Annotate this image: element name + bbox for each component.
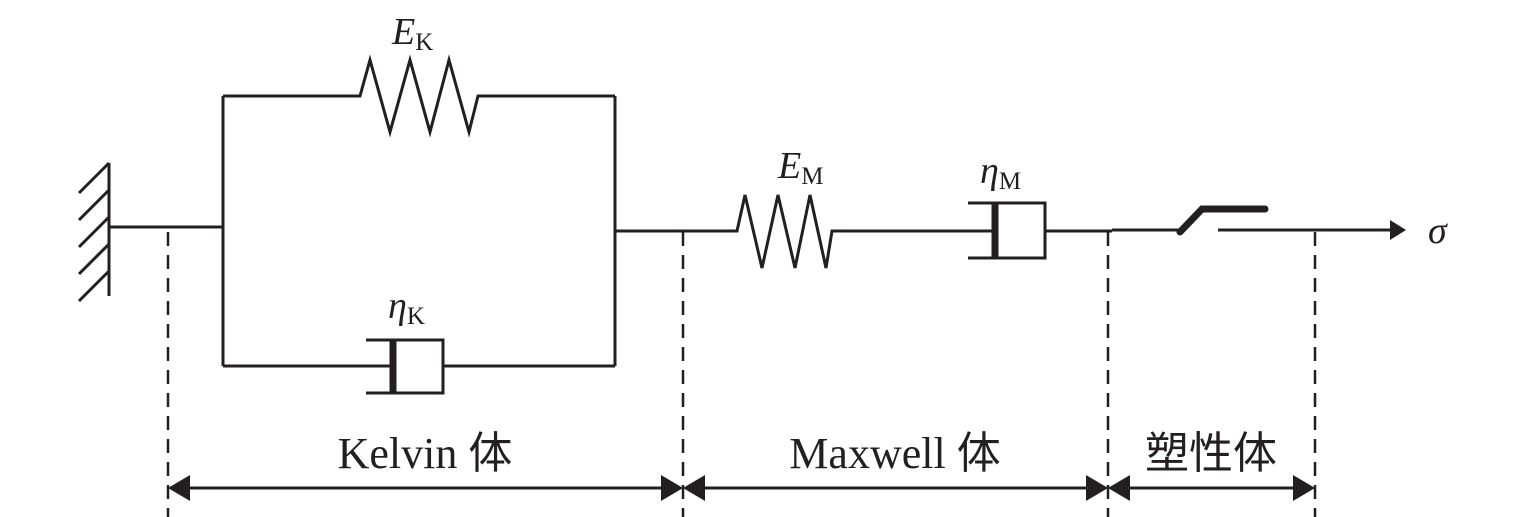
plastic-slider	[1112, 205, 1406, 240]
kelvin-dashpot	[223, 338, 615, 395]
maxwell-dashpot	[968, 201, 1112, 260]
stress-label: σ	[1428, 210, 1448, 252]
kelvin-spring	[223, 54, 615, 138]
kelvin-body	[221, 54, 617, 395]
maxwell-spring-label: EM	[777, 145, 823, 190]
maxwell-body	[615, 194, 1112, 269]
maxwell-dashpot-label: ηM	[980, 150, 1021, 195]
section-label-kelvin: Kelvin 体	[338, 429, 513, 478]
section-label-maxwell: Maxwell 体	[789, 429, 1000, 478]
maxwell-spring	[615, 194, 885, 269]
kelvin-spring-label: EK	[391, 11, 433, 56]
dimension-arrows	[168, 475, 1315, 501]
stress-arrow-head	[1390, 220, 1406, 240]
section-label-plastic: 塑性体	[1145, 429, 1277, 478]
kelvin-dashpot-label: ηK	[388, 285, 425, 330]
fixed-wall	[77, 161, 111, 303]
